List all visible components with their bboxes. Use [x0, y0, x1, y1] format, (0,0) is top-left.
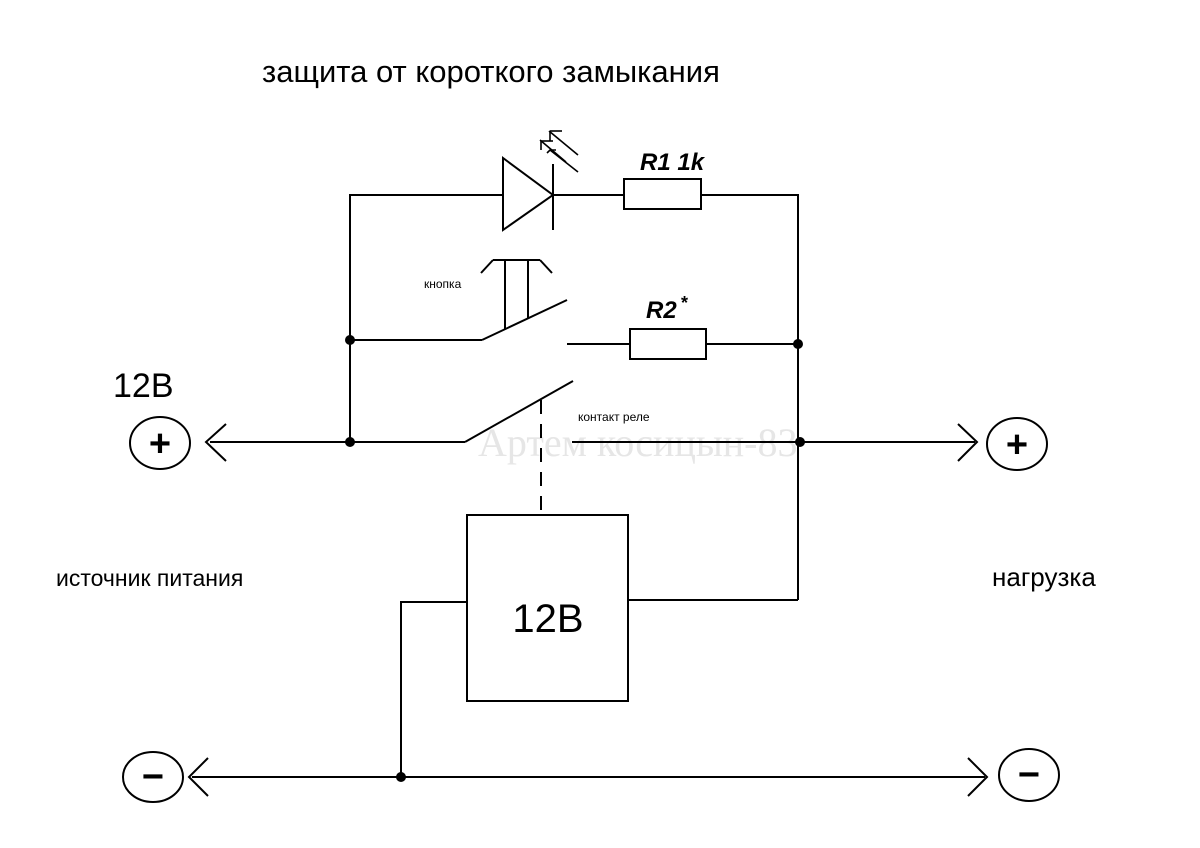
- plus-icon: +: [149, 423, 171, 465]
- plus-icon: +: [1006, 424, 1028, 466]
- relay-contact-label: контакт реле: [578, 410, 650, 424]
- push-button-icon: [480, 259, 568, 341]
- relay-contact-icon: [464, 380, 574, 443]
- terminal-circle: [986, 417, 1048, 471]
- minus-icon: −: [142, 756, 164, 798]
- load-label: нагрузка: [992, 562, 1096, 592]
- button-label: кнопка: [424, 277, 462, 291]
- terminal-circle: [122, 751, 184, 803]
- source-plus-terminal: +: [129, 416, 191, 470]
- r2-label: R2: [646, 297, 677, 324]
- junction-dot: [396, 772, 406, 782]
- arrow-left-icon: [204, 423, 227, 462]
- source-label: источник питания: [56, 565, 243, 591]
- junction-dot: [345, 335, 355, 345]
- wire-right-vertical: [701, 194, 799, 600]
- wire-left-top: [349, 194, 503, 340]
- minus-icon: −: [1018, 754, 1040, 796]
- led-icon: [502, 130, 579, 232]
- relay-coil-box: [466, 514, 629, 702]
- terminal-circle: [998, 748, 1060, 802]
- load-plus-terminal: +: [986, 417, 1048, 471]
- arrow-right-icon: [967, 757, 989, 797]
- wire-coil-left: [400, 601, 467, 777]
- relay-contact-branch: контакт реле: [210, 340, 975, 516]
- resistor-r1-icon: [623, 178, 702, 210]
- junction-dot: [793, 339, 803, 349]
- r1-label: R1 1k: [640, 149, 706, 176]
- source-voltage-label: 12В: [113, 367, 174, 405]
- relay-coil-label: 12В: [512, 597, 583, 641]
- source-minus-terminal: −: [122, 751, 184, 803]
- led-branch: R1 1k: [349, 130, 799, 600]
- load-minus-terminal: −: [998, 748, 1060, 802]
- diagram-title: защита от короткого замыкания: [262, 54, 720, 89]
- terminal-circle: [129, 416, 191, 470]
- resistor-r2-icon: [629, 328, 707, 360]
- arrow-right-icon: [957, 423, 979, 462]
- junction-dot: [345, 437, 355, 447]
- junction-dot: [795, 437, 805, 447]
- arrow-left-icon: [187, 757, 209, 797]
- r2-mark: *: [681, 293, 688, 313]
- relay-coil: 12В: [400, 514, 798, 777]
- button-branch: кнопка R2 *: [350, 259, 798, 360]
